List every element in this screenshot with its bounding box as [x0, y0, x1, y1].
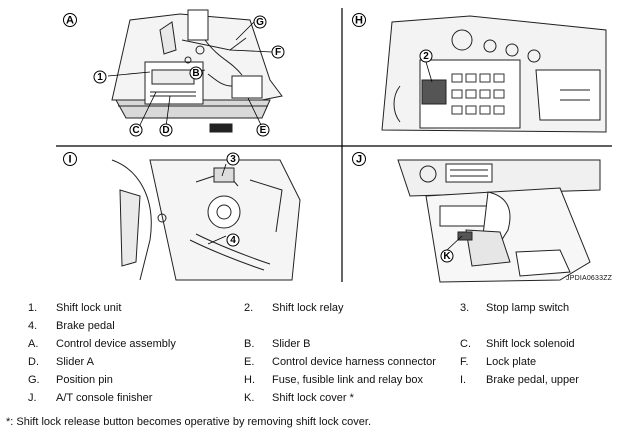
callout-3	[226, 152, 240, 166]
legend-key: I.	[460, 374, 467, 386]
legend-item-text: Slider B	[272, 338, 311, 350]
legend-key: F.	[460, 356, 469, 368]
callout-c	[129, 123, 143, 137]
panel-i-leaders	[207, 163, 227, 245]
svg-text:G: G	[256, 17, 264, 28]
svg-text:C: C	[132, 125, 139, 136]
legend-item-text: Brake pedal	[56, 320, 115, 332]
callout-1	[93, 70, 107, 84]
legend-item-text: Position pin	[56, 374, 113, 386]
panel-label-i	[63, 152, 77, 166]
callout-markers	[63, 13, 454, 263]
panel-h-illustration	[381, 15, 607, 133]
legend-key: E.	[244, 356, 255, 368]
parts-legend: 1. Shift lock unit 2. Shift lock relay 3. Sto…	[0, 296, 644, 414]
legend-key: 1.	[28, 302, 38, 314]
panel-i-illustration	[111, 159, 301, 281]
svg-text:4: 4	[230, 235, 236, 246]
svg-text:2: 2	[423, 51, 429, 62]
svg-text:D: D	[162, 125, 169, 136]
legend-key: H.	[244, 374, 255, 386]
svg-text:J: J	[356, 154, 362, 166]
callout-f	[271, 45, 285, 59]
svg-text:A: A	[66, 15, 74, 27]
legend-item-text: Stop lamp switch	[486, 302, 570, 314]
service-diagram: A H I J 1 B G F C D E 2 3 4 K	[56, 8, 612, 283]
svg-text:K: K	[443, 251, 451, 262]
panel-j-illustration	[397, 159, 601, 283]
panel-label-j	[352, 152, 366, 166]
legend-item-text: A/T console finisher	[56, 392, 153, 404]
footnote: *: Shift lock release button becomes ope…	[6, 416, 372, 428]
panel-a-leaders	[107, 21, 273, 128]
legend-item-text: Shift lock solenoid	[486, 338, 575, 350]
svg-text:3: 3	[230, 154, 236, 165]
legend-item-text: Slider A	[56, 356, 94, 368]
callout-k	[440, 249, 454, 263]
legend-key: J.	[28, 392, 37, 404]
legend-key: 2.	[244, 302, 254, 314]
svg-text:B: B	[192, 68, 199, 79]
legend-item-text: Lock plate	[486, 356, 537, 368]
figure-code: JPDIA0633ZZ	[566, 275, 613, 282]
panel-label-a	[63, 13, 77, 27]
legend-item-text: Control device assembly	[56, 338, 176, 350]
legend-item-text: Shift lock relay	[272, 302, 344, 314]
panel-dividers	[56, 8, 612, 282]
legend-item-text: Fuse, fusible link and relay box	[272, 374, 424, 386]
legend-key: G.	[28, 374, 40, 386]
legend-key: K.	[244, 392, 255, 404]
callout-4	[226, 233, 240, 247]
svg-text:I: I	[68, 154, 71, 166]
legend-key: B.	[244, 338, 255, 350]
svg-text:E: E	[260, 125, 267, 136]
legend-item-text: Shift lock cover *	[272, 392, 354, 404]
legend-item-text: Control device harness connector	[272, 356, 436, 368]
svg-text:1: 1	[97, 72, 103, 83]
callout-2	[419, 49, 433, 63]
svg-text:F: F	[275, 47, 281, 58]
legend-item-text: Brake pedal, upper	[486, 374, 579, 386]
callout-e	[256, 123, 270, 137]
legend-key: 4.	[28, 320, 38, 332]
panel-label-h	[352, 13, 366, 27]
callout-b	[189, 66, 203, 80]
callout-g	[253, 15, 267, 29]
legend-key: 3.	[460, 302, 470, 314]
panel-h-leaders	[425, 61, 433, 83]
callout-labels: A H I J 1 B G F C D E 2 3 4 K	[66, 15, 451, 263]
legend-key: A.	[28, 338, 39, 350]
legend-key: D.	[28, 356, 39, 368]
panel-j-leaders	[446, 235, 463, 251]
legend-key: C.	[460, 338, 471, 350]
svg-text:H: H	[355, 15, 363, 27]
panel-a-illustration	[111, 9, 283, 133]
callout-d	[159, 123, 173, 137]
legend-item-text: Shift lock unit	[56, 302, 122, 314]
